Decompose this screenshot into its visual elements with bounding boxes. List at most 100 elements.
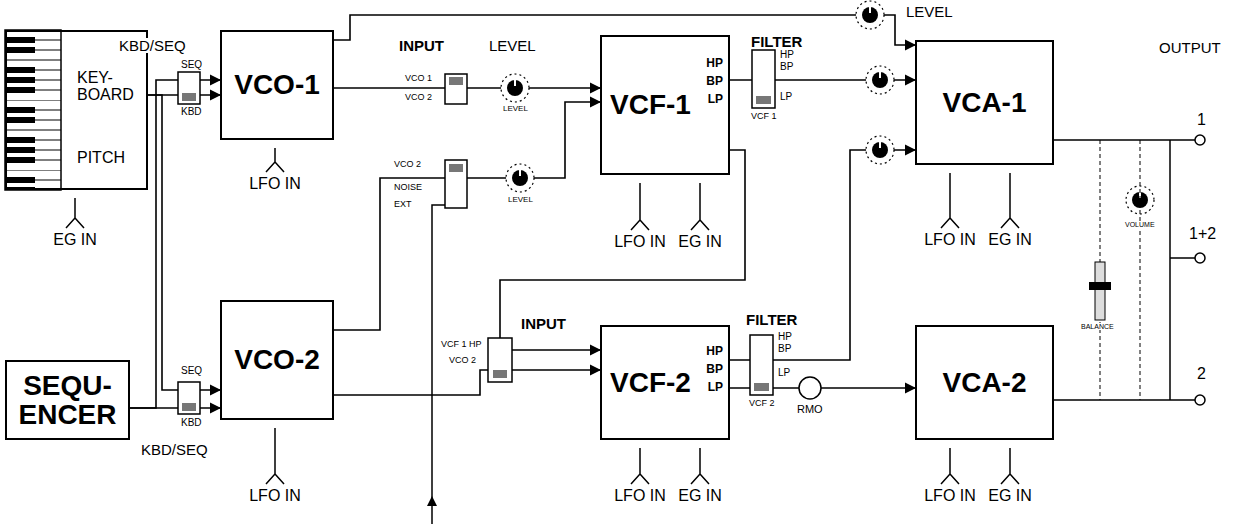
signal-label: 1 bbox=[1196, 112, 1207, 128]
signal-label: RMO bbox=[796, 404, 824, 415]
signal-label: KBD/SEQ bbox=[140, 442, 209, 457]
output-jack bbox=[1195, 253, 1205, 263]
control-input-jack bbox=[691, 183, 709, 230]
external-input-arrow bbox=[427, 496, 437, 506]
module-name: VCA-1 bbox=[917, 88, 1052, 117]
output-tap-label: LP bbox=[708, 381, 723, 394]
control-input-jack bbox=[941, 173, 959, 228]
balance-fader bbox=[1095, 262, 1105, 320]
keyboard-keys bbox=[5, 30, 61, 190]
external-input-line bbox=[432, 205, 445, 524]
signal-label: LFO IN bbox=[923, 488, 977, 504]
balance-fader bbox=[1089, 282, 1111, 290]
signal-label: OUTPUT bbox=[1158, 40, 1222, 55]
level-knob bbox=[856, 1, 884, 29]
signal-label: VCF 1 bbox=[750, 112, 778, 121]
signal-label: LFO IN bbox=[248, 176, 302, 192]
switch-slider bbox=[182, 93, 196, 101]
module-name: KEY- BOARD bbox=[77, 70, 143, 104]
signal-label: LFO IN bbox=[248, 488, 302, 504]
signal-label: BALANCE bbox=[1080, 323, 1115, 330]
signal-connector bbox=[130, 80, 220, 408]
selector-switch bbox=[445, 160, 467, 208]
ring-modulator bbox=[799, 377, 821, 399]
gang-link bbox=[1100, 140, 1140, 400]
level-knob bbox=[866, 66, 894, 94]
output-wire bbox=[1050, 140, 1195, 400]
signal-label: LEVEL bbox=[905, 4, 954, 19]
signal-label: EG IN bbox=[987, 232, 1033, 248]
control-input-jack bbox=[1001, 448, 1019, 484]
selector-switch bbox=[750, 335, 773, 395]
oscillator-box: VCO-1 bbox=[220, 30, 334, 140]
output-tap-label: BP bbox=[706, 75, 723, 88]
signal-label: LFO IN bbox=[613, 234, 667, 250]
external-input-arrow bbox=[427, 496, 437, 506]
signal-label: VCF 2 bbox=[748, 399, 776, 408]
level-knob bbox=[501, 1, 1154, 214]
level-knob bbox=[506, 164, 534, 192]
switch-slider bbox=[493, 370, 507, 378]
output-jack bbox=[1195, 135, 1205, 405]
signal-label: KBD bbox=[180, 418, 203, 428]
switch-slider bbox=[754, 383, 769, 391]
module-name: VCO-1 bbox=[222, 70, 332, 99]
signal-label: VCO 2 bbox=[404, 93, 433, 102]
external-input-line bbox=[432, 205, 445, 524]
output-jack bbox=[1195, 135, 1205, 145]
signal-label: FILTER bbox=[750, 34, 803, 49]
sequencer-box: SEQU- ENCER bbox=[5, 360, 130, 440]
signal-label: 1+2 bbox=[1188, 226, 1217, 242]
signal-label: HP bbox=[779, 50, 795, 60]
signal-label: LP bbox=[779, 92, 793, 102]
control-input-jack bbox=[631, 183, 649, 230]
signal-label: 2 bbox=[1196, 366, 1207, 382]
control-input-jack bbox=[691, 448, 709, 484]
keyboard-box: KEY- BOARD PITCH bbox=[5, 30, 148, 190]
signal-label: BP bbox=[779, 62, 794, 72]
control-input-jack bbox=[1001, 173, 1019, 228]
module-name: SEQU- ENCER bbox=[14, 371, 122, 430]
filter-box: VCF-2 HP BP LP bbox=[600, 325, 730, 440]
control-input-jack bbox=[66, 148, 1019, 484]
output-tap-label: HP bbox=[706, 345, 723, 358]
control-input-jack bbox=[266, 428, 284, 484]
selector-switch bbox=[445, 74, 467, 104]
signal-connector bbox=[148, 95, 220, 390]
signal-label: BP bbox=[777, 344, 792, 354]
signal-label: EG IN bbox=[677, 488, 723, 504]
signal-connector bbox=[334, 102, 600, 330]
output-tap-label: BP bbox=[706, 363, 723, 376]
level-knob bbox=[866, 136, 894, 164]
signal-label: KBD bbox=[180, 107, 203, 117]
signal-label: FILTER bbox=[745, 312, 798, 327]
output-tap-label: PITCH bbox=[77, 150, 125, 167]
switch-slider bbox=[756, 96, 771, 104]
output-wire bbox=[1050, 140, 1195, 400]
signal-label: VCF 1 HP bbox=[440, 340, 483, 349]
module-name: VCA-2 bbox=[917, 368, 1052, 397]
ring-modulator bbox=[799, 377, 821, 399]
signal-label: LEVEL bbox=[507, 196, 534, 204]
switch-slider bbox=[449, 164, 463, 172]
signal-connector bbox=[130, 407, 220, 409]
keyboard-keys bbox=[5, 30, 61, 190]
signal-label: SEQ bbox=[180, 60, 203, 70]
gang-link bbox=[1100, 140, 1140, 400]
selector-switch bbox=[752, 50, 775, 108]
filter-box: VCF-1HPBPLP bbox=[600, 35, 730, 175]
signal-label: VOLUME bbox=[1124, 221, 1156, 228]
signal-connector bbox=[500, 150, 745, 350]
output-tap-label: HP bbox=[706, 57, 723, 70]
signal-label: LFO IN bbox=[923, 232, 977, 248]
control-input-jack bbox=[66, 198, 84, 228]
output-tap-label: LP bbox=[708, 93, 723, 106]
signal-label: INPUT bbox=[520, 316, 567, 331]
amplifier-box: VCA-1 bbox=[915, 40, 1054, 165]
signal-label: LFO IN bbox=[613, 488, 667, 504]
signal-label: SEQ bbox=[180, 366, 203, 376]
signal-connector bbox=[730, 150, 915, 360]
module-name: VCF-2 bbox=[610, 368, 691, 397]
signal-label: VCO 2 bbox=[393, 160, 422, 169]
oscillator-box: VCO-2 bbox=[220, 300, 334, 420]
